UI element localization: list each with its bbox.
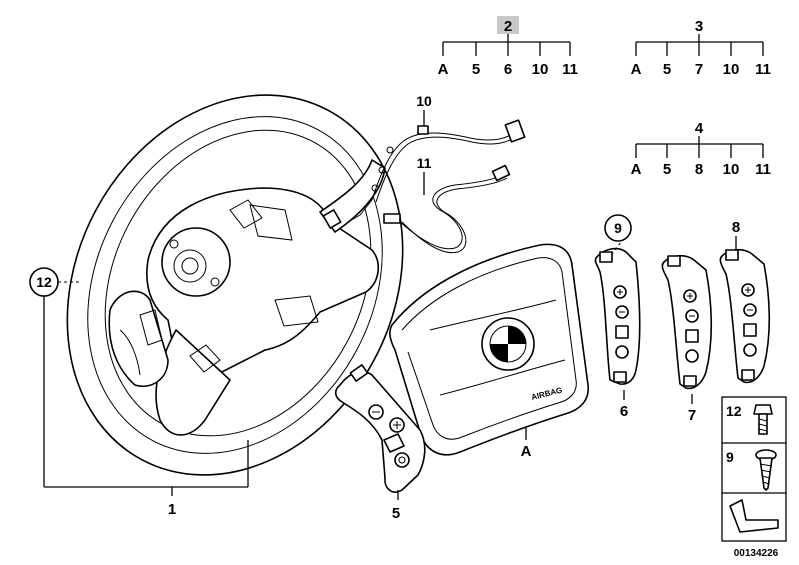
airbag-drawing: AIRBAG A (389, 243, 590, 460)
tree-4-child: 11 (755, 161, 771, 178)
callout-8-label: 8 (732, 219, 740, 236)
legend-screw-label: 12 (726, 403, 742, 419)
tree-2-child: 11 (562, 61, 578, 78)
tree-3-child: A (631, 61, 642, 78)
tapping-screw-icon (755, 449, 777, 491)
tree-3-child: 5 (663, 61, 671, 78)
callout-1-label: 1 (168, 501, 176, 518)
bracket-1: 1 (43, 296, 249, 518)
callout-7-label: 7 (688, 407, 696, 424)
callout-12: 12 (29, 267, 80, 297)
tree-2-child: 6 (504, 61, 512, 78)
switch-5-drawing: 5 (334, 364, 426, 522)
tree-3: 3 A 5 7 10 11 (631, 18, 771, 78)
switch-6-drawing: 9 6 (594, 214, 641, 420)
tree-2-child: 5 (472, 61, 480, 78)
callout-5-label: 5 (392, 505, 400, 522)
tree-3-child: 11 (755, 61, 771, 78)
callout-9-circle (604, 214, 632, 242)
callout-10-label: 10 (416, 93, 432, 109)
switch-8-drawing: 8 (719, 219, 771, 384)
tree-2-child: 10 (532, 61, 549, 78)
tree-4-child: A (631, 161, 642, 178)
tree-4-child: 10 (723, 161, 740, 178)
tree-3-child: 10 (723, 61, 740, 78)
tree-2-child: A (438, 61, 449, 78)
tree-2-highlight (497, 16, 519, 34)
callout-6-label: 6 (620, 403, 628, 420)
tree-3-child: 7 (695, 61, 703, 78)
callout-12-label: 12 (36, 274, 52, 290)
tree-4-parent: 4 (695, 120, 704, 137)
tree-2-parent: 2 (504, 18, 512, 35)
diagram-code: 00134226 (734, 548, 779, 559)
tree-4-child: 8 (695, 161, 703, 178)
legend-tapping-screw-label: 9 (726, 449, 734, 465)
tree-4: 4 A 5 8 10 11 (631, 120, 771, 178)
callout-A-label: A (521, 443, 532, 460)
cable-10-drawing: 10 (322, 93, 526, 229)
tree-3-parent: 3 (695, 18, 703, 35)
tree-2: 2 A 5 6 10 11 (438, 16, 578, 78)
cable-11-drawing: 11 (383, 155, 511, 254)
spacer-plate-icon (729, 499, 779, 533)
switch-7-drawing: 7 (661, 254, 713, 424)
fastener-legend: 12 9 (721, 396, 787, 542)
hex-screw-icon (753, 404, 773, 435)
callout-11-label: 11 (417, 155, 432, 171)
tree-4-child: 5 (663, 161, 671, 178)
steering-wheel-drawing (66, 94, 404, 476)
callout-9-label: 9 (614, 220, 622, 236)
